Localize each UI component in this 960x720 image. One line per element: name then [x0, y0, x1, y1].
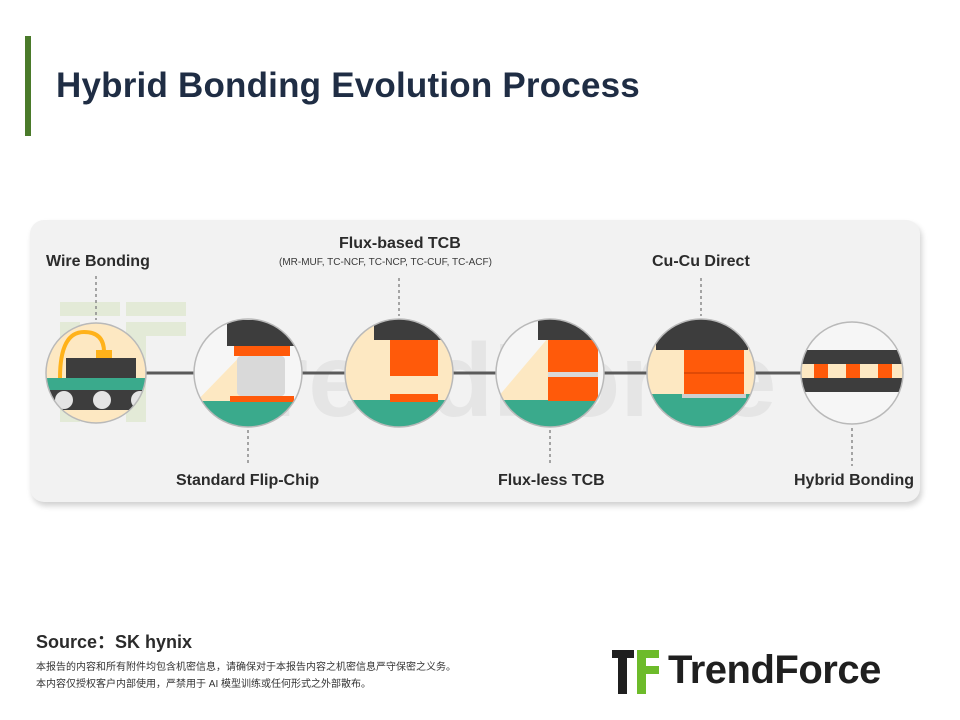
title-accent-bar — [25, 36, 31, 136]
page-title: Hybrid Bonding Evolution Process — [56, 66, 640, 105]
source-credit: Source：SK hynix — [36, 632, 193, 652]
hybrid-bonding-illustration — [801, 322, 903, 424]
wire-bonding-illustration — [46, 323, 146, 423]
stage-label-wire-bonding: Wire Bonding — [46, 253, 150, 270]
evolution-diagram: TrendForce — [30, 220, 920, 502]
confidentiality-note-line1: 本报告的内容和所有附件均包含机密信息，请确保对于本报告内容之机密信息严守保密之义… — [36, 662, 456, 673]
flux-less-tcb-illustration — [496, 319, 604, 427]
stage-label-cu-cu-direct: Cu-Cu Direct — [652, 253, 750, 270]
trendforce-logo: TrendForce — [612, 648, 932, 696]
stage-label-hybrid-bonding: Hybrid Bonding — [794, 472, 914, 489]
confidentiality-note-line2: 本内容仅授权客户内部使用，严禁用于 AI 模型训练或任何形式之外部散布。 — [36, 679, 372, 690]
trendforce-logo-icon — [612, 650, 659, 694]
stage-label-standard-flip-chip: Standard Flip-Chip — [176, 472, 320, 489]
stage-sublabel-flux-based-tcb: (MR-MUF, TC-NCF, TC-NCP, TC-CUF, TC-ACF) — [279, 257, 492, 268]
trendforce-logo-text: TrendForce — [668, 648, 881, 692]
stage-label-flux-based-tcb: Flux-based TCB — [339, 235, 461, 252]
evolution-diagram-graphic: TrendForce — [45, 276, 904, 466]
stage-label-flux-less-tcb: Flux-less TCB — [498, 472, 605, 489]
